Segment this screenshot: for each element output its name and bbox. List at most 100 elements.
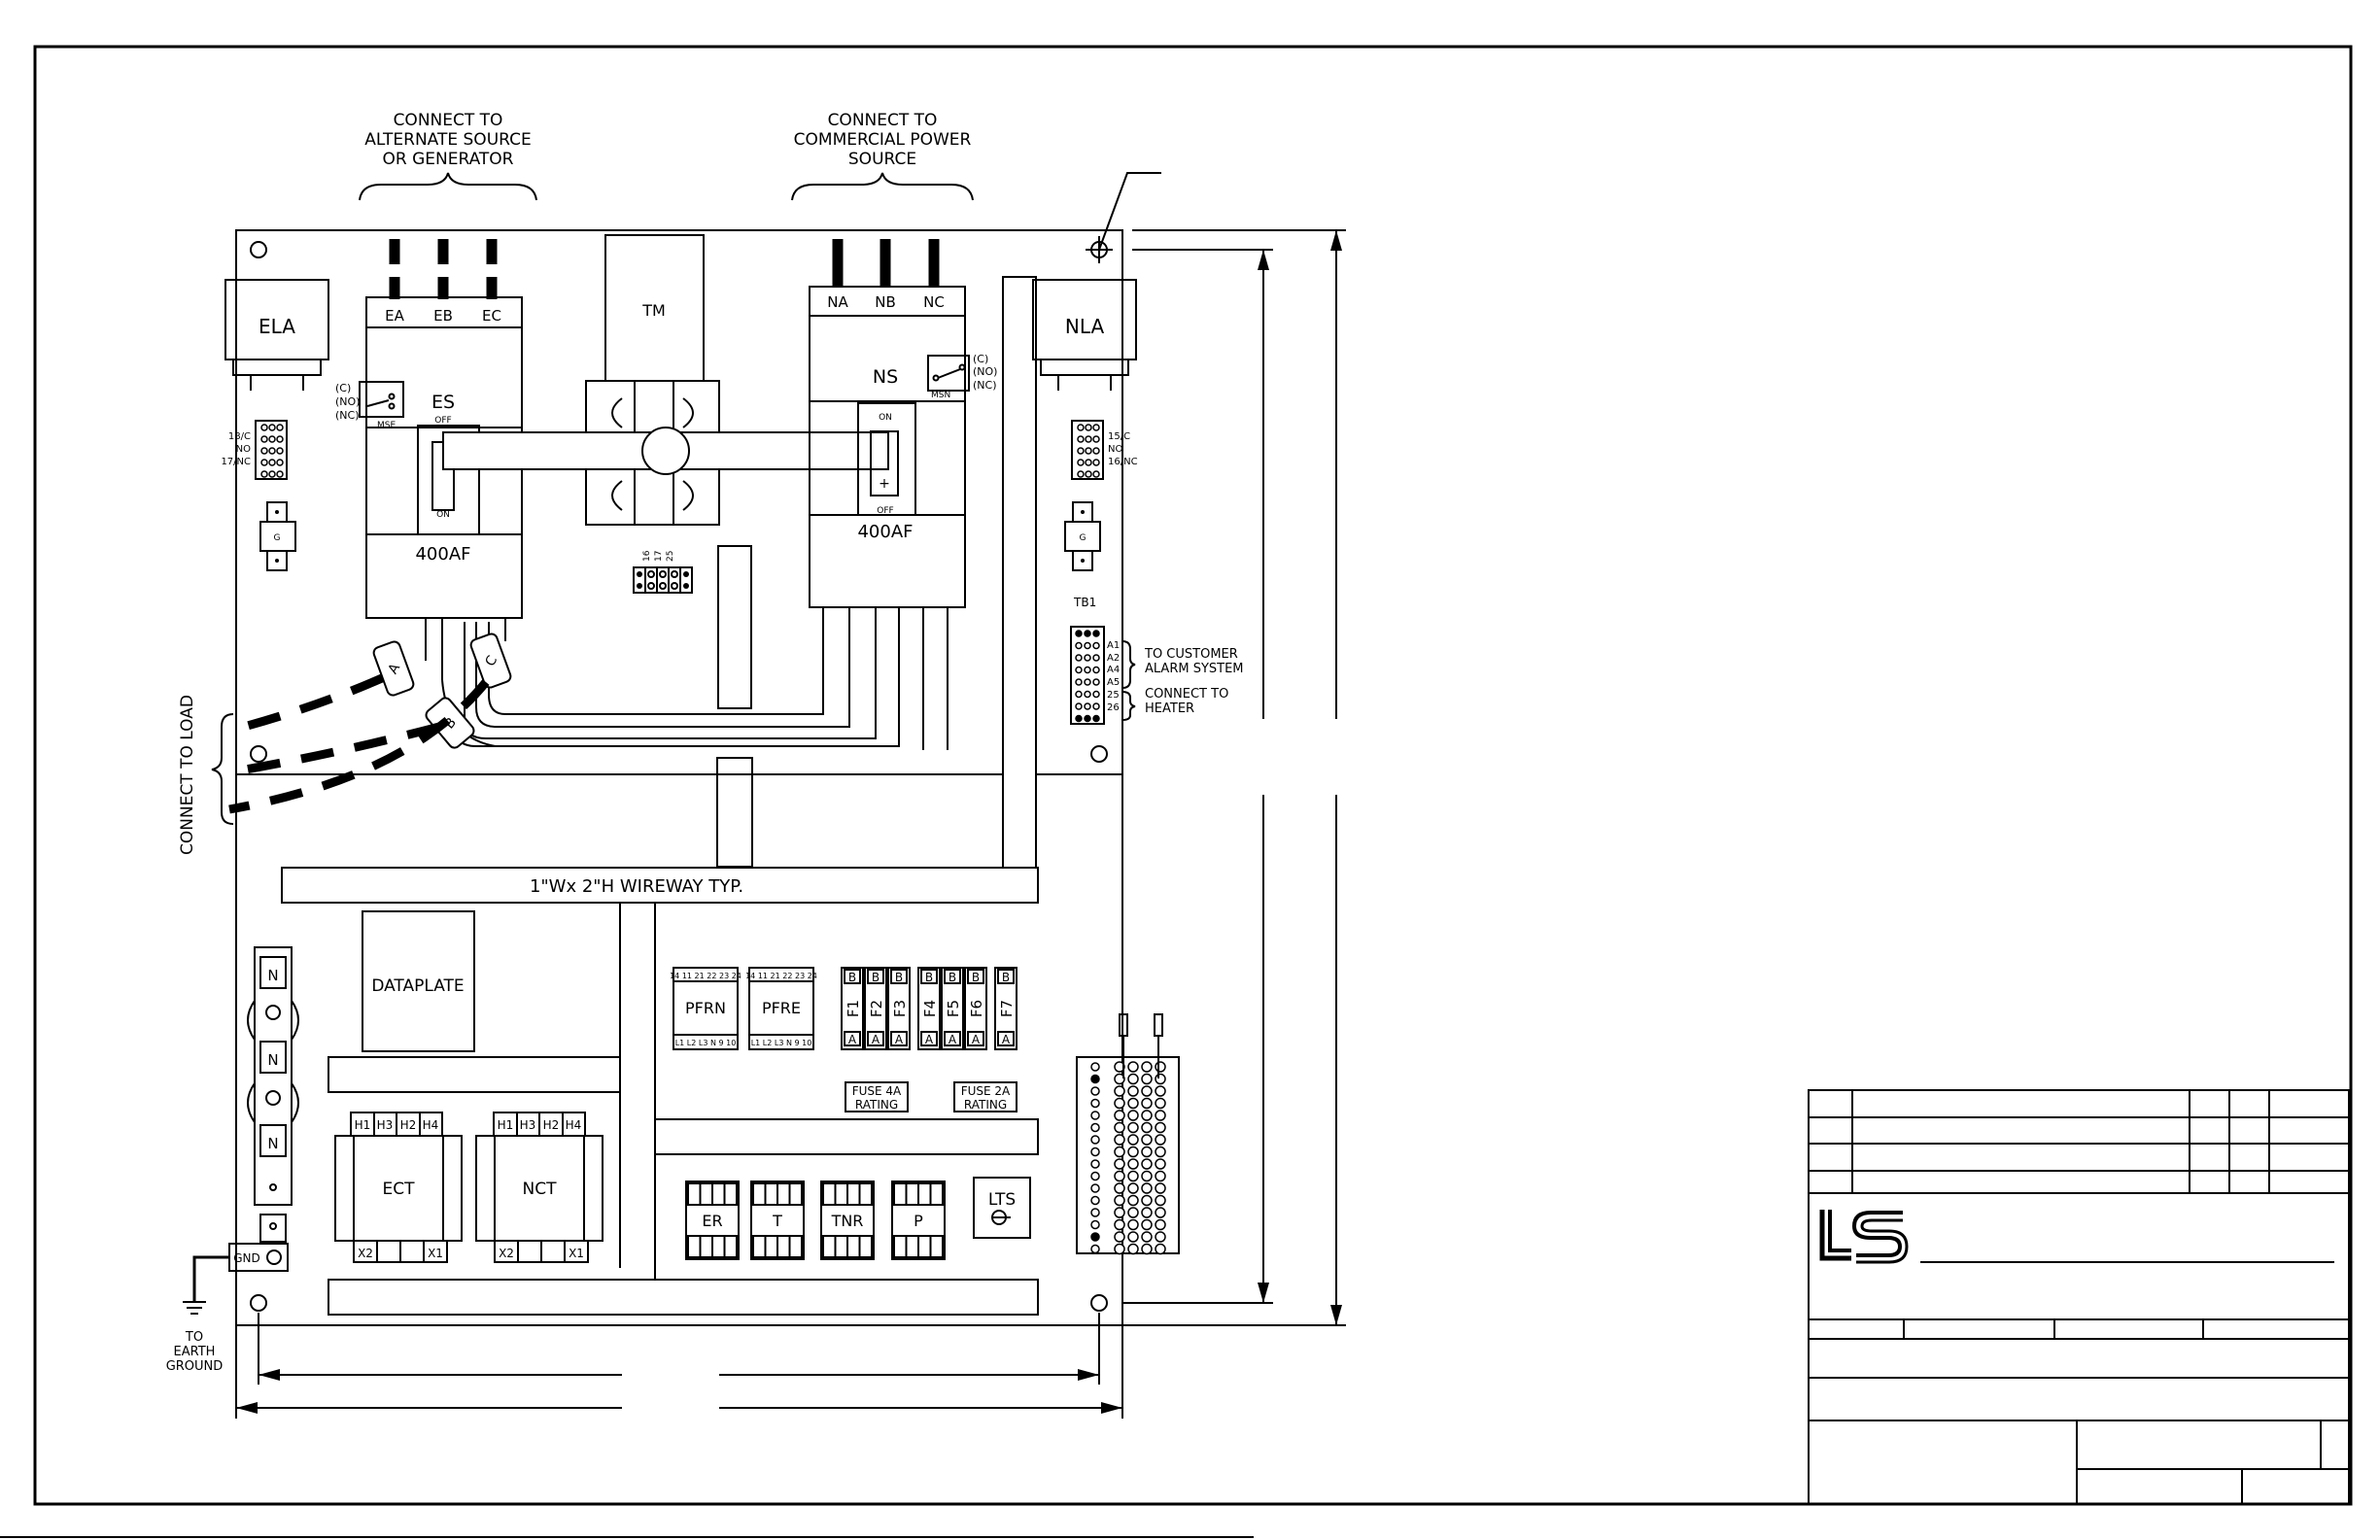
terminal-point	[268, 424, 276, 431]
alternate-note-line-2: ALTERNATE SOURCE	[364, 130, 531, 150]
es-aux-nc: (NC)	[335, 409, 360, 422]
fuse-label: F3	[891, 1000, 909, 1017]
leader-line	[1098, 172, 1161, 251]
terminal-point	[1090, 1195, 1100, 1206]
terminal-point	[1114, 1194, 1125, 1207]
es-on-label: ON	[436, 510, 450, 520]
terminal-point	[1141, 1146, 1153, 1158]
fuse-top-terminal: B	[872, 971, 880, 984]
ground-lug: GND TO EARTH GROUND	[166, 1214, 289, 1374]
terminal-point	[1084, 654, 1091, 662]
terminal-point	[1092, 690, 1100, 699]
terminal-point	[1077, 459, 1085, 466]
terminal-point	[1090, 1146, 1100, 1157]
terminal-point	[1155, 1170, 1166, 1182]
terminal-point	[1085, 424, 1092, 431]
ground-note-line: GROUND	[166, 1359, 224, 1374]
fuse-rating-2a: FUSE 2A RATING	[953, 1081, 1018, 1112]
pfrn-top-pins: 14 11 21 22 23 24	[670, 972, 742, 980]
terminal-point	[1085, 470, 1092, 478]
terminal-point	[268, 447, 276, 455]
ect-terminal: H4	[423, 1118, 439, 1132]
terminal-point	[1127, 1194, 1139, 1207]
terminal-point	[1090, 1111, 1100, 1120]
terminal-point	[1075, 690, 1083, 699]
main-terminal-block	[1076, 1013, 1180, 1255]
terminal-point	[1155, 1218, 1166, 1231]
terminal-point	[1141, 1097, 1153, 1110]
relay-label: P	[914, 1212, 923, 1230]
lts-label: LTS	[988, 1190, 1016, 1210]
terminal-point	[1114, 1146, 1125, 1158]
terminal-block-tb1: TB1 A1 A2 A4 A5 25 26 TO CUSTOMER ALARM …	[1070, 596, 1244, 725]
commercial-note-line-1: CONNECT TO	[828, 111, 938, 130]
phase-label-na: NA	[827, 293, 848, 311]
terminal-point	[1127, 1061, 1139, 1073]
enclosure-panel	[235, 229, 1123, 1326]
heater-note-line-2: HEATER	[1145, 702, 1194, 716]
terminal-point	[1090, 1122, 1100, 1133]
pfre-label: PFRE	[762, 999, 801, 1017]
terminal-point	[1090, 1208, 1100, 1217]
wireway	[328, 1056, 621, 1093]
fuse-label: F2	[868, 1000, 885, 1017]
terminal-point	[268, 470, 276, 478]
fuse-bottom-terminal: A	[1002, 1033, 1011, 1046]
terminal-point	[1155, 1134, 1166, 1146]
fuse-bottom-terminal: A	[925, 1033, 934, 1046]
ground-note-line: TO	[185, 1330, 203, 1345]
terminal-point	[1084, 630, 1091, 637]
fuse-label: F4	[921, 1000, 939, 1017]
terminal-point	[1127, 1085, 1139, 1097]
terminal-point	[1092, 702, 1100, 710]
terminal-point	[1092, 435, 1100, 443]
terminal-point	[1092, 630, 1100, 637]
relay-er: ER	[685, 1181, 740, 1260]
phase-label-eb: EB	[433, 307, 453, 325]
nct-terminal: H2	[543, 1118, 560, 1132]
ect-terminal: X1	[428, 1247, 443, 1260]
ect-terminal: X2	[358, 1247, 373, 1260]
terminal-point	[1155, 1146, 1166, 1158]
terminal-point	[1141, 1121, 1153, 1134]
terminal-point	[1092, 424, 1100, 431]
control-terminal-block: 16 17 25	[633, 550, 693, 594]
terminal-point	[1127, 1170, 1139, 1182]
terminal-point	[1114, 1134, 1125, 1146]
alternate-source-note: CONNECT TO ALTERNATE SOURCE OR GENERATOR	[364, 111, 531, 169]
wireway	[654, 1118, 1039, 1155]
commercial-source-brace	[791, 172, 974, 201]
right-terminal-label: NO	[1108, 444, 1122, 455]
left-terminal-strip: 18/C NO 17/NC	[221, 420, 288, 480]
fuse-top-terminal: B	[1002, 971, 1010, 984]
terminal-point	[1127, 1158, 1139, 1170]
terminal-point	[1084, 702, 1091, 710]
es-off-label: OFF	[434, 416, 451, 426]
relay-label: TNR	[831, 1212, 864, 1230]
fuse-rating-line: FUSE 2A	[961, 1084, 1011, 1098]
terminal-point	[1114, 1073, 1125, 1085]
ect-label: ECT	[383, 1180, 416, 1199]
ns-aux-no: (NO)	[973, 365, 997, 378]
pfre-bottom-pins: L1 L2 L3 N 9 10	[751, 1039, 812, 1047]
ns-plus: +	[879, 476, 890, 492]
terminal-point	[1114, 1231, 1125, 1243]
terminal-point	[1127, 1110, 1139, 1121]
terminal-point	[1084, 690, 1091, 699]
terminal-point	[276, 447, 284, 455]
fuse-bottom-terminal: A	[895, 1033, 904, 1046]
wireway	[328, 1279, 1039, 1316]
alarm-note-line-2: ALARM SYSTEM	[1145, 662, 1244, 676]
mounting-hole	[250, 745, 267, 763]
terminal-point	[1155, 1097, 1166, 1110]
terminal-point	[1155, 1243, 1166, 1255]
phase-label-nb: NB	[875, 293, 896, 311]
emergency-lightning-arrestor: ELA	[224, 279, 329, 391]
left-terminal-label: 17/NC	[221, 457, 251, 467]
block-label-16: 16	[642, 550, 652, 562]
terminal-point	[1141, 1085, 1153, 1097]
